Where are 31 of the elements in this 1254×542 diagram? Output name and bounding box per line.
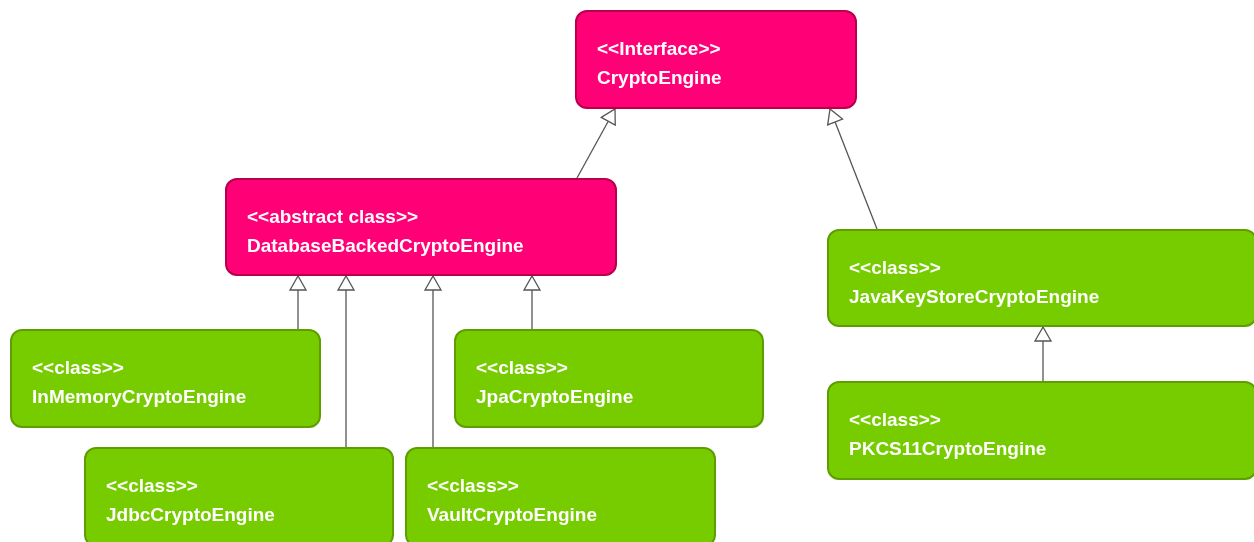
class-name: PKCS11CryptoEngine: [849, 437, 1048, 461]
class-name: DatabaseBackedCryptoEngine: [247, 234, 525, 258]
class-name: InMemoryCryptoEngine: [32, 385, 248, 409]
class-box: [454, 329, 764, 428]
stereotype-label: <<class>>: [849, 408, 942, 432]
inheritance-arrow: [523, 275, 541, 330]
stereotype-label: <<class>>: [427, 474, 520, 498]
inheritance-arrow: [337, 275, 355, 448]
class-name: VaultCryptoEngine: [427, 503, 598, 527]
class-box: [827, 381, 1254, 480]
class-name: JavaKeyStoreCryptoEngine: [849, 285, 1101, 309]
interface-box: [575, 10, 857, 109]
stereotype-label: <<abstract class>>: [247, 205, 420, 229]
class-name: CryptoEngine: [597, 66, 723, 90]
inheritance-arrow: [576, 108, 616, 179]
class-name: JdbcCryptoEngine: [106, 503, 276, 527]
inheritance-arrow: [1034, 326, 1052, 382]
class-box: [84, 447, 394, 542]
stereotype-label: <<class>>: [476, 356, 569, 380]
stereotype-label: <<class>>: [32, 356, 125, 380]
class-box: [827, 229, 1254, 327]
class-box: [405, 447, 716, 542]
class-name: JpaCryptoEngine: [476, 385, 635, 409]
class-box: [10, 329, 321, 428]
stereotype-label: <<class>>: [106, 474, 199, 498]
inheritance-arrow: [424, 275, 442, 448]
abstract-class-box: [225, 178, 617, 276]
inheritance-arrow: [289, 275, 307, 330]
stereotype-label: <<class>>: [849, 256, 942, 280]
inheritance-arrow: [827, 108, 878, 230]
stereotype-label: <<Interface>>: [597, 37, 722, 61]
